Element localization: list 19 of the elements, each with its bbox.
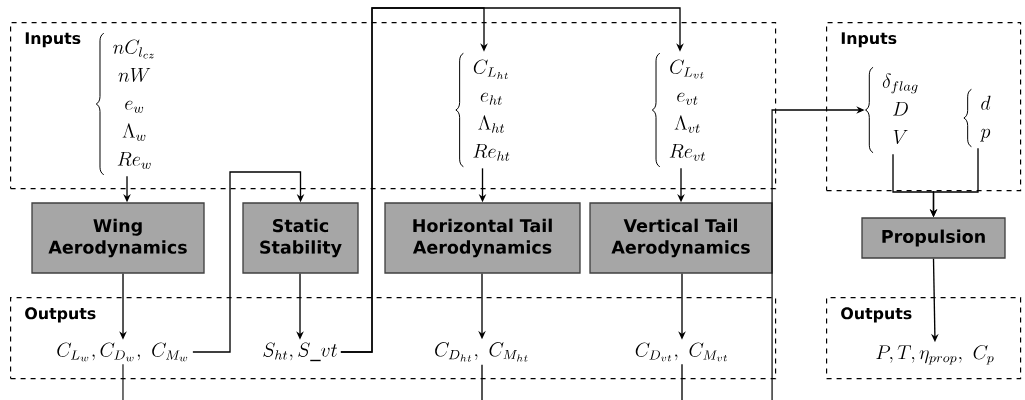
brace-formula-list: $nC_{l_{cz}}$ $nW$ $e_{w}$ $\Lambda_{w}$ $Re_{w}$	[95, 32, 154, 176]
connector-line	[681, 363, 683, 400]
brace-formula-list: $C_{L_{vt}}$ $e_{vt}$ $\Lambda_{vt}$ $Re_{vt}$	[651, 52, 705, 168]
connector-line	[481, 364, 483, 400]
process-box: Static Stability	[242, 202, 359, 274]
arrow	[340, 7, 684, 353]
brace-formula-list: $d$ $p$	[963, 88, 991, 148]
process-box: Horizontal Tail Aerodynamics	[384, 202, 581, 274]
formula-text: $C_{D_{vt}},\ C_{M_{vt}}$	[635, 342, 727, 362]
brace-formula-list: $\delta_{flag}$ $D$ $V$	[865, 66, 918, 154]
formula-text: $P, T, \eta_{prop},\ C_p$	[876, 344, 994, 365]
formula-text: $C_{D_{ht}},\ C_{M_{ht}}$	[435, 342, 528, 362]
process-box: Propulsion	[861, 217, 1006, 259]
formula-text: $S_{ht}, S\_vt$	[263, 342, 338, 362]
process-box: Vertical Tail Aerodynamics	[589, 202, 773, 274]
formula-text: $C_{L_w}, C_{D_w},\ C_{M_w}$	[57, 342, 188, 362]
process-box: Wing Aerodynamics	[31, 202, 205, 274]
brace-formula-list: $C_{L_{ht}}$ $e_{ht}$ $\Lambda_{ht}$ $Re_{ht}$	[455, 52, 510, 168]
arrow	[192, 171, 305, 353]
